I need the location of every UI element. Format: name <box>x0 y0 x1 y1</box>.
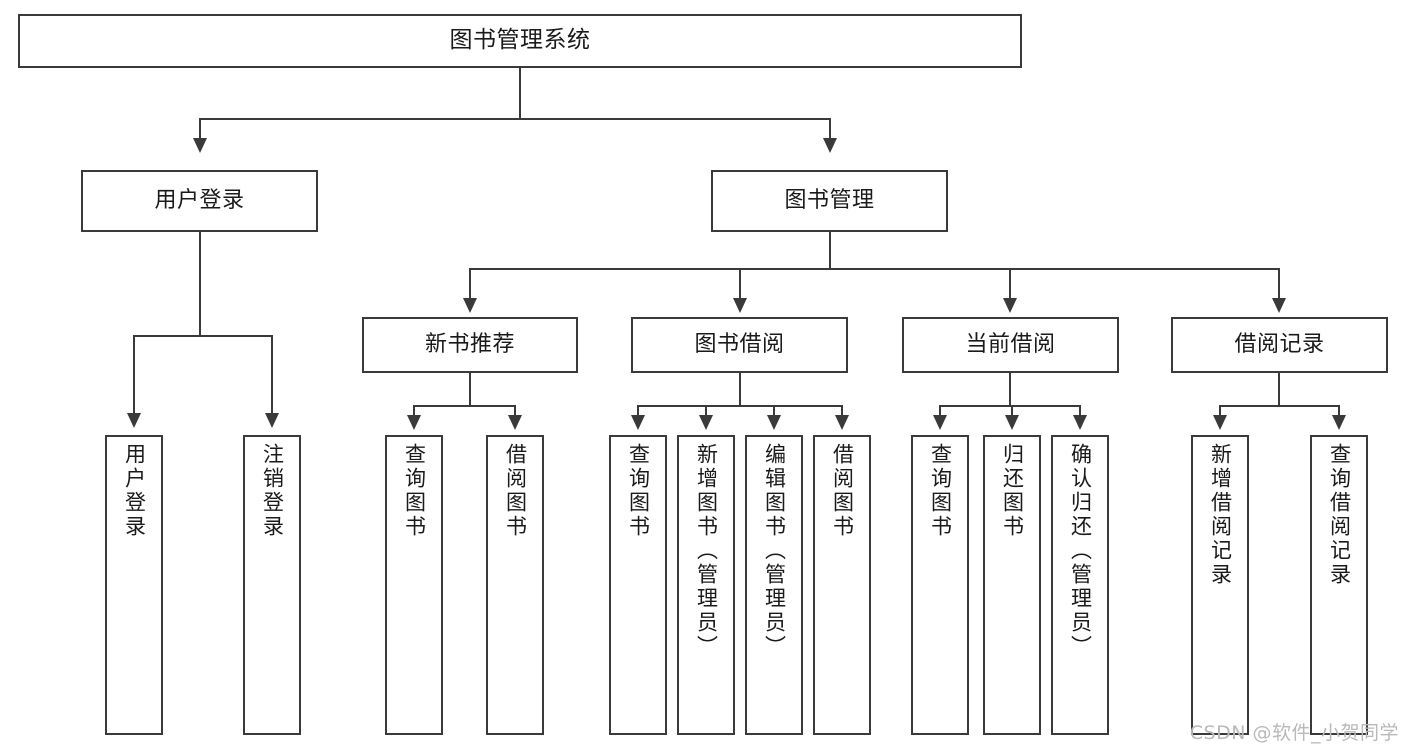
node-label: 当前借阅 <box>965 331 1056 357</box>
arrowhead-lf-8 <box>933 415 947 430</box>
node-label: 新增图书（管理员） <box>694 443 719 659</box>
connector-drop-lf-7 <box>841 405 843 417</box>
connector-drop-l2-0 <box>199 118 201 140</box>
connector-drop-lf-10 <box>1079 405 1081 417</box>
node-book-management[interactable]: 图书管理 <box>711 170 948 232</box>
connector-bookmgmt-stem <box>829 232 831 268</box>
connector-drop-l3-2 <box>1009 268 1011 300</box>
arrowhead-l2-1 <box>823 138 837 153</box>
arrowhead-lf-7 <box>835 415 849 430</box>
node-label: 注销登录 <box>260 443 285 539</box>
connector-userlogin-bus <box>133 335 271 337</box>
connector-level2-bus <box>199 118 831 120</box>
watermark-text: CSDN @软件_小贺同学 <box>1189 722 1399 744</box>
connector-root-stem <box>519 68 521 118</box>
node-current-borrow[interactable]: 当前借阅 <box>902 317 1119 373</box>
leaf-edit-book-admin[interactable]: 编辑图书（管理员） <box>745 435 803 735</box>
connector-drop-lf-0 <box>133 335 135 415</box>
node-user-login[interactable]: 用户登录 <box>81 170 318 232</box>
leaf-query-borrow-record[interactable]: 查询借阅记录 <box>1310 435 1368 735</box>
connector-drop-lf-6 <box>773 405 775 417</box>
node-label: 归还图书 <box>1000 443 1025 539</box>
leaf-borrow-book[interactable]: 借阅图书 <box>813 435 871 735</box>
connector-current-stem <box>1009 373 1011 405</box>
node-label: 查询图书 <box>626 443 651 539</box>
connector-drop-lf-4 <box>637 405 639 417</box>
leaf-query-book-borrow[interactable]: 查询图书 <box>609 435 667 735</box>
arrowhead-lf-5 <box>699 415 713 430</box>
node-root-system[interactable]: 图书管理系统 <box>18 14 1022 68</box>
node-label: 图书借阅 <box>694 331 785 357</box>
connector-recommend-stem <box>469 373 471 405</box>
connector-drop-lf-2 <box>413 405 415 417</box>
leaf-query-book-recommend[interactable]: 查询图书 <box>385 435 443 735</box>
leaf-user-login[interactable]: 用户登录 <box>105 435 163 735</box>
arrowhead-lf-6 <box>767 415 781 430</box>
arrowhead-lf-0 <box>127 413 141 428</box>
arrowhead-lf-3 <box>508 415 522 430</box>
node-label: 查询图书 <box>402 443 427 539</box>
node-label: 图书管理系统 <box>449 27 591 54</box>
leaf-add-book-admin[interactable]: 新增图书（管理员） <box>677 435 735 735</box>
connector-level3-bus <box>469 268 1280 270</box>
connector-record-stem <box>1278 373 1280 405</box>
node-borrow-record[interactable]: 借阅记录 <box>1171 317 1388 373</box>
node-label: 编辑图书（管理员） <box>762 443 787 659</box>
connector-drop-lf-12 <box>1338 405 1340 417</box>
leaf-confirm-return-admin[interactable]: 确认归还（管理员） <box>1051 435 1109 735</box>
connector-borrow-stem <box>739 373 741 405</box>
leaf-add-borrow-record[interactable]: 新增借阅记录 <box>1191 435 1249 735</box>
node-label: 查询图书 <box>928 443 953 539</box>
arrowhead-lf-10 <box>1073 415 1087 430</box>
leaf-logout[interactable]: 注销登录 <box>243 435 301 735</box>
arrowhead-l3-0 <box>463 298 477 313</box>
connector-drop-l2-1 <box>829 118 831 140</box>
arrowhead-lf-12 <box>1332 415 1346 430</box>
connector-borrow-bus <box>637 405 842 407</box>
connector-drop-lf-1 <box>271 335 273 415</box>
arrowhead-l3-3 <box>1272 298 1286 313</box>
node-new-book-recommend[interactable]: 新书推荐 <box>362 317 578 373</box>
connector-drop-lf-3 <box>514 405 516 417</box>
connector-drop-l3-3 <box>1278 268 1280 300</box>
arrowhead-l3-1 <box>733 298 747 313</box>
connector-current-bus <box>939 405 1080 407</box>
node-label: 新书推荐 <box>424 331 515 357</box>
node-label: 查询借阅记录 <box>1327 443 1352 587</box>
node-label: 确认归还（管理员） <box>1068 443 1093 659</box>
node-label: 用户登录 <box>154 187 245 213</box>
connector-drop-lf-9 <box>1011 405 1013 417</box>
leaf-return-book[interactable]: 归还图书 <box>983 435 1041 735</box>
node-label: 借阅图书 <box>830 443 855 539</box>
connector-drop-l3-1 <box>739 268 741 300</box>
arrowhead-lf-2 <box>407 415 421 430</box>
node-label: 新增借阅记录 <box>1208 443 1233 587</box>
connector-drop-lf-5 <box>705 405 707 417</box>
node-label: 图书管理 <box>784 187 875 213</box>
connector-recommend-bus <box>413 405 515 407</box>
leaf-query-book-current[interactable]: 查询图书 <box>911 435 969 735</box>
node-label: 用户登录 <box>122 443 147 539</box>
arrowhead-lf-1 <box>265 413 279 428</box>
connector-userlogin-stem <box>199 232 201 335</box>
arrowhead-l3-2 <box>1003 298 1017 313</box>
arrowhead-l2-0 <box>193 138 207 153</box>
arrowhead-lf-9 <box>1005 415 1019 430</box>
node-book-borrow[interactable]: 图书借阅 <box>631 317 848 373</box>
connector-drop-lf-8 <box>939 405 941 417</box>
connector-drop-lf-11 <box>1219 405 1221 417</box>
arrowhead-lf-11 <box>1213 415 1227 430</box>
node-label: 借阅记录 <box>1234 331 1325 357</box>
arrowhead-lf-4 <box>631 415 645 430</box>
leaf-borrow-book-recommend[interactable]: 借阅图书 <box>486 435 544 735</box>
connector-record-bus <box>1219 405 1339 407</box>
node-label: 借阅图书 <box>503 443 528 539</box>
connector-drop-l3-0 <box>469 268 471 300</box>
